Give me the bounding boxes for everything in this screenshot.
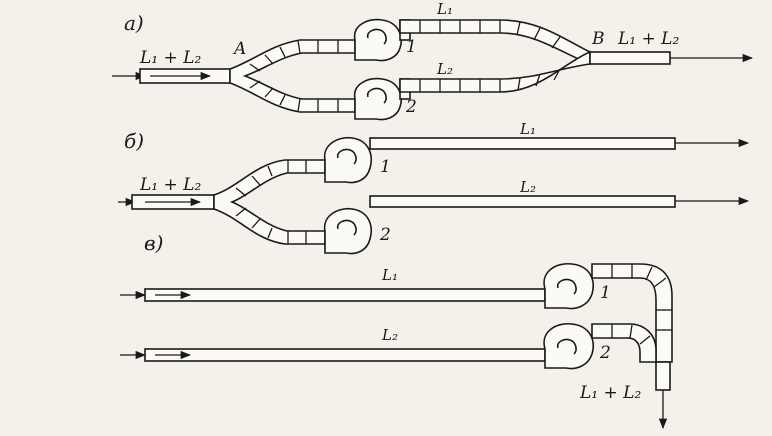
panel-a-fan-2-number: 2 [405,97,417,117]
panel-c-fan-1-number: 1 [600,283,611,303]
panel-b-fan-2 [323,207,372,255]
panel-a-outlet-flow: L₁ + L₂ [617,29,679,49]
panel-b-branch-2-pipe [369,195,676,208]
panel-a-fan-1-number: 1 [406,37,417,57]
panel-b-branch-2-flow: L₂ [519,178,536,196]
panel-b-label: б) [124,129,144,153]
panel-b-splitter [213,159,326,245]
panel-a-point-b: B [591,29,605,49]
panel-a: а) L₁ + L₂ A B L₁ L₂ 1 2 L₁ + L₂ [112,0,754,121]
panel-c-inlet-1-flow: L₁ [381,266,398,284]
panel-b: б) L₁ + L₂ L₁ L₂ 1 2 [118,120,750,255]
panel-a-splitter [229,39,356,113]
panel-b-inlet-flow: L₁ + L₂ [139,175,201,195]
panel-a-branch-2 [399,50,591,93]
panel-c-label: в) [144,231,163,255]
panel-c-collector-lower [591,323,657,363]
panel-c-outlet-flow: L₁ + L₂ [579,383,641,403]
panel-a-label: а) [124,11,144,35]
panel-a-branch-2-flow: L₂ [436,60,453,78]
panel-c-fan-2-number: 2 [599,343,611,363]
panel-a-branch-1-flow: L₁ [436,0,453,18]
panel-a-inlet-flow: L₁ + L₂ [139,48,201,68]
panel-b-branch-1-pipe [369,137,676,150]
panel-b-branch-1-flow: L₁ [519,120,536,138]
panel-c-inlet-2-flow: L₂ [381,326,398,344]
panel-c-fan-2 [543,323,594,370]
panel-b-fan-1 [323,136,372,184]
panel-a-branch-1 [399,19,591,66]
panel-c-fan-1 [543,263,594,310]
panel-c-inlet-2-pipe [144,348,546,362]
panel-b-fan-2-number: 2 [379,225,391,245]
panel-c: в) L₁ L₂ 1 2 L₁ + L₂ [120,231,673,430]
panel-a-point-a: A [232,39,246,59]
panel-c-inlet-1-pipe [144,288,546,302]
panel-b-fan-1-number: 1 [380,157,391,177]
panel-a-outlet-pipe [589,51,671,65]
panel-c-outlet-pipe [655,361,671,391]
panel-a-splitter-hatch [249,40,339,112]
